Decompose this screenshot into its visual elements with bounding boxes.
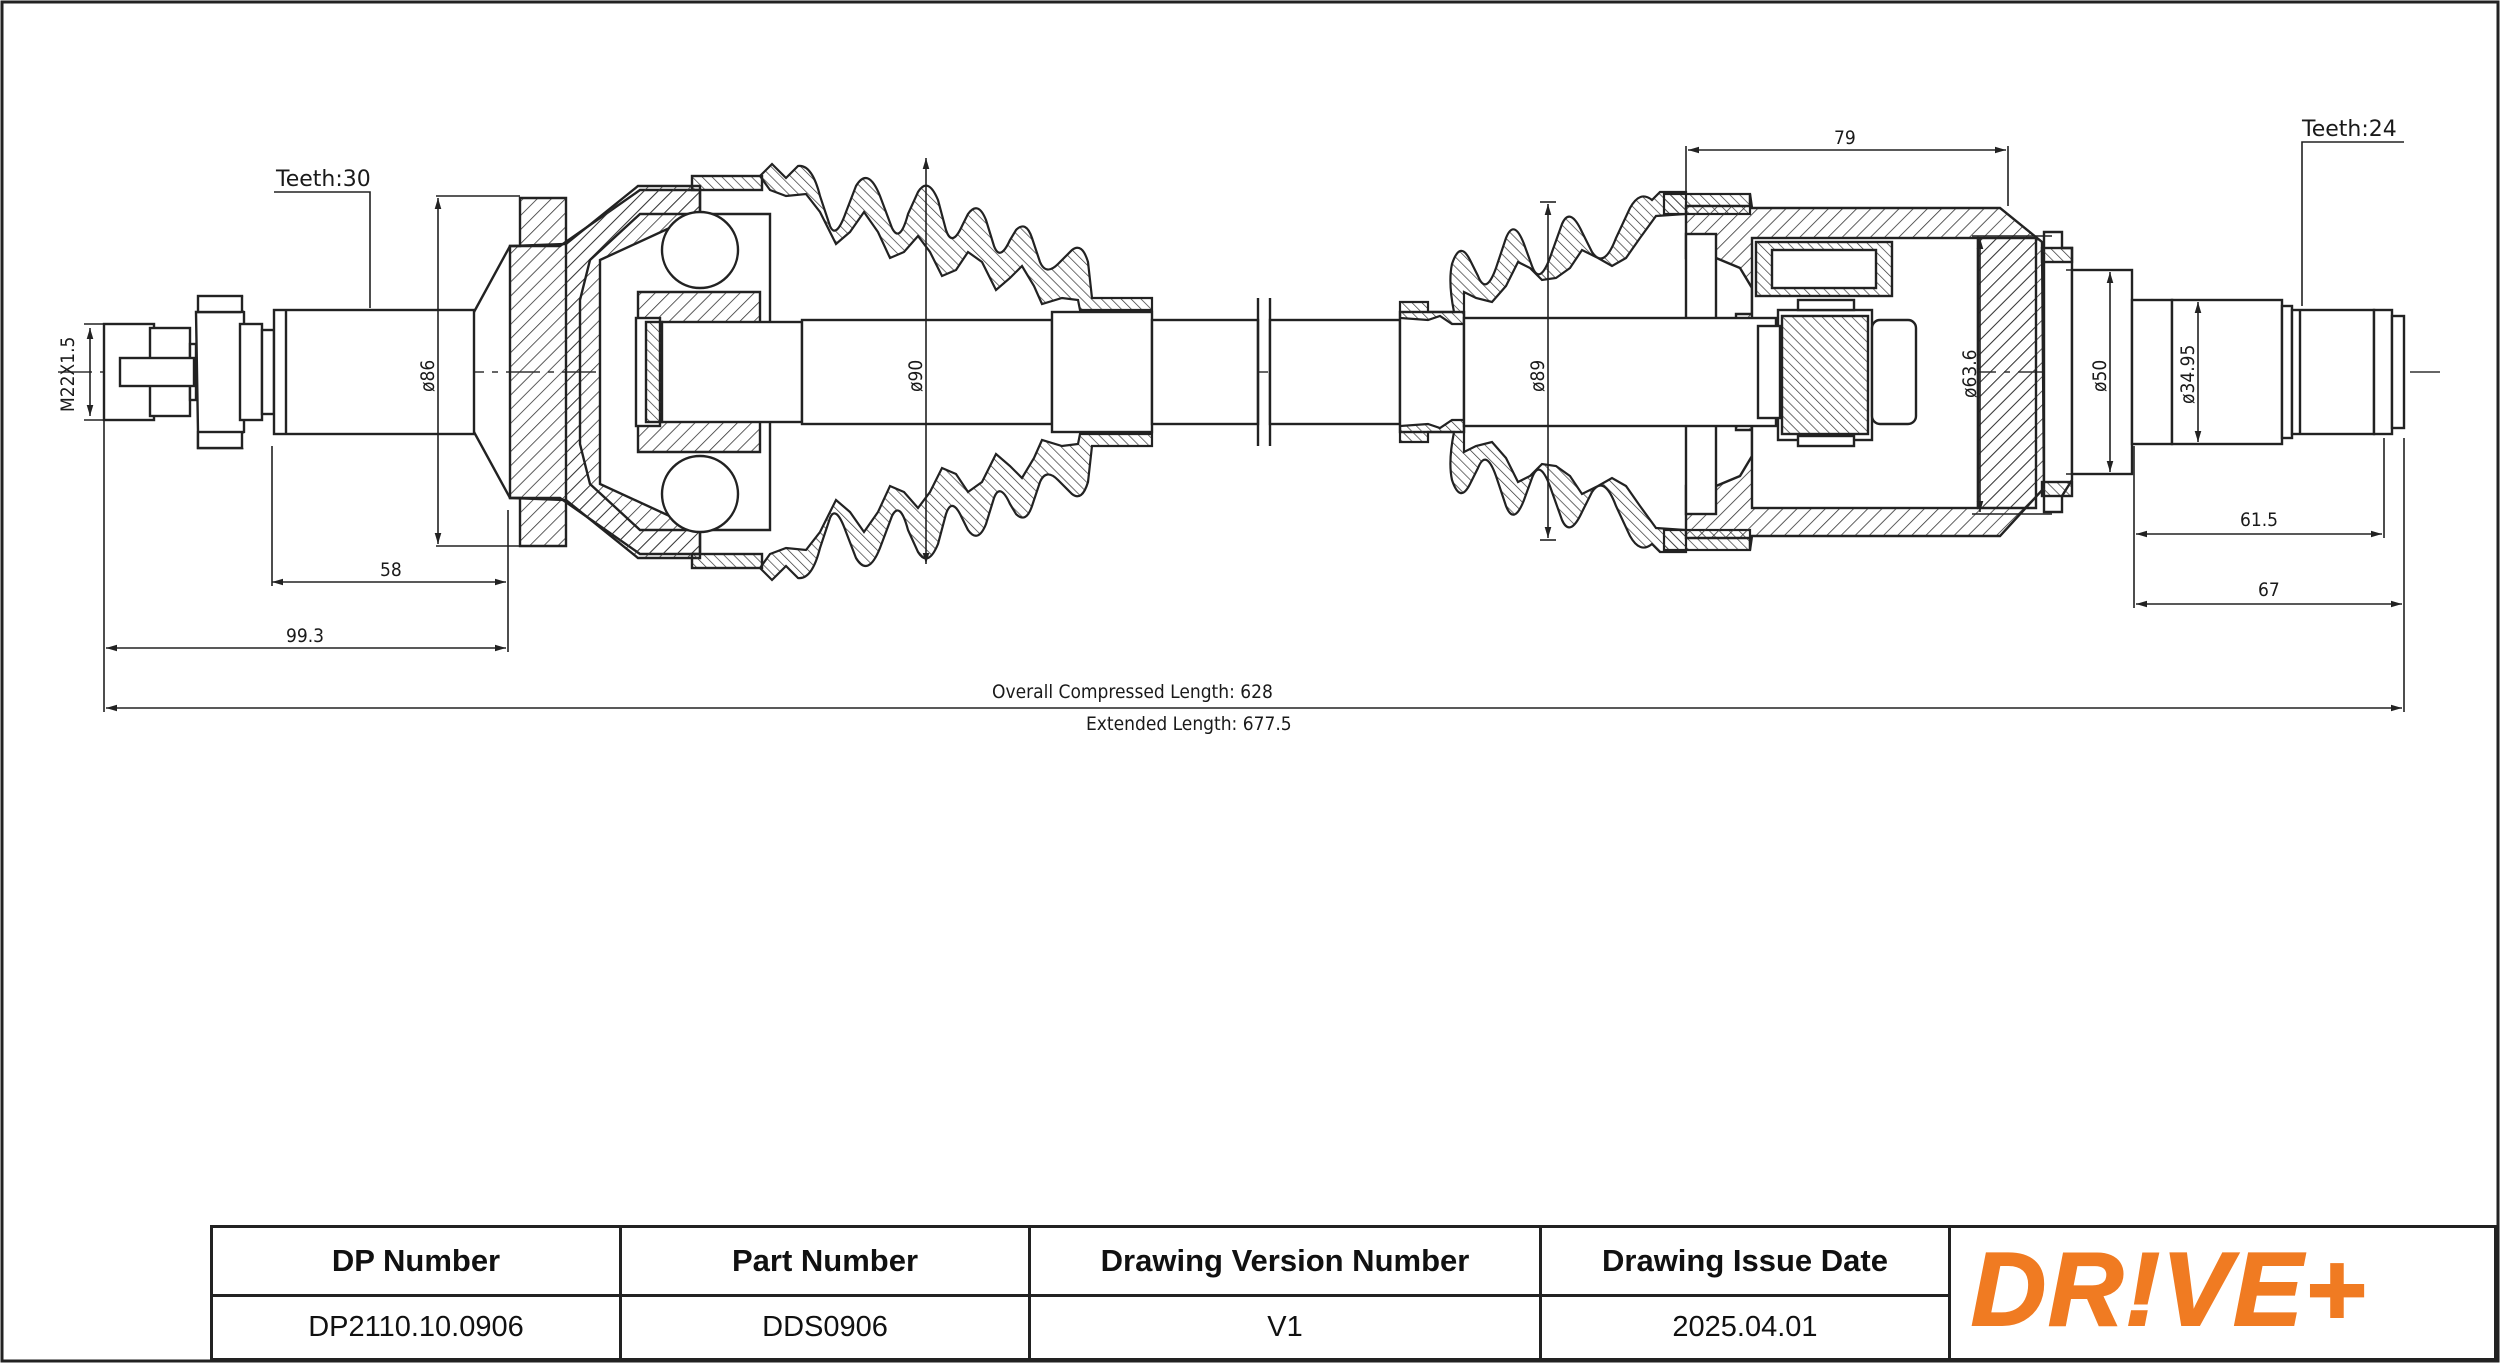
intermediate-shaft: [800, 298, 1466, 446]
length-79-label: 79: [1834, 127, 1856, 149]
svg-text:DR!VE+: DR!VE+: [1971, 1233, 2367, 1348]
inner-tripod-joint: [1462, 193, 2074, 551]
dp-number-header: DP Number: [213, 1228, 619, 1297]
logo-mark: DR!VE+: [1970, 1233, 2367, 1349]
outer-cv-joint: [102, 174, 804, 570]
version-value: V1: [1267, 1311, 1303, 1343]
drive-plus-logo: DR!VE+: [1951, 1228, 2494, 1358]
extended-length-label: Extended Length: 677.5: [1086, 713, 1292, 735]
diameter-50-label: ø50: [2089, 360, 2111, 392]
length-61-5-label: 61.5: [2240, 509, 2278, 531]
outer-boot: [758, 162, 1154, 582]
issue-date-value: 2025.04.01: [1672, 1311, 1818, 1343]
dp-number-value: DP2110.10.0906: [308, 1311, 524, 1343]
title-block: DP Number DP2110.10.0906 Part Number DDS…: [210, 1225, 2497, 1361]
diameter-90-label: ø90: [905, 360, 927, 392]
overall-compressed-length-label: Overall Compressed Length: 628: [992, 681, 1273, 703]
diameter-89-label: ø89: [1527, 360, 1549, 392]
version-column: Drawing Version Number V1: [1031, 1228, 1542, 1358]
length-67-label: 67: [2258, 579, 2280, 601]
length-58-label: 58: [380, 559, 402, 581]
diameter-86-label: ø86: [417, 360, 439, 392]
teeth-right-label: Teeth:24: [2301, 117, 2397, 142]
issue-date-header: Drawing Issue Date: [1542, 1228, 1948, 1297]
inner-stub-shaft: [2070, 268, 2406, 476]
thread-spec-label: M22X1.5: [57, 337, 79, 412]
part-number-header: Part Number: [622, 1228, 1028, 1297]
teeth-left-label: Teeth:30: [275, 167, 371, 192]
part-number-column: Part Number DDS0906: [622, 1228, 1031, 1358]
dp-number-column: DP Number DP2110.10.0906: [213, 1228, 622, 1358]
length-99-3-label: 99.3: [286, 625, 324, 647]
dimension-lines: [84, 141, 2405, 712]
part-number-value: DDS0906: [762, 1311, 888, 1343]
diameter-34-95-label: ø34.95: [2177, 345, 2199, 404]
diameter-63-6-label: ø63.6: [1959, 349, 1981, 398]
version-header: Drawing Version Number: [1031, 1228, 1539, 1297]
issue-date-column: Drawing Issue Date 2025.04.01: [1542, 1228, 1951, 1358]
